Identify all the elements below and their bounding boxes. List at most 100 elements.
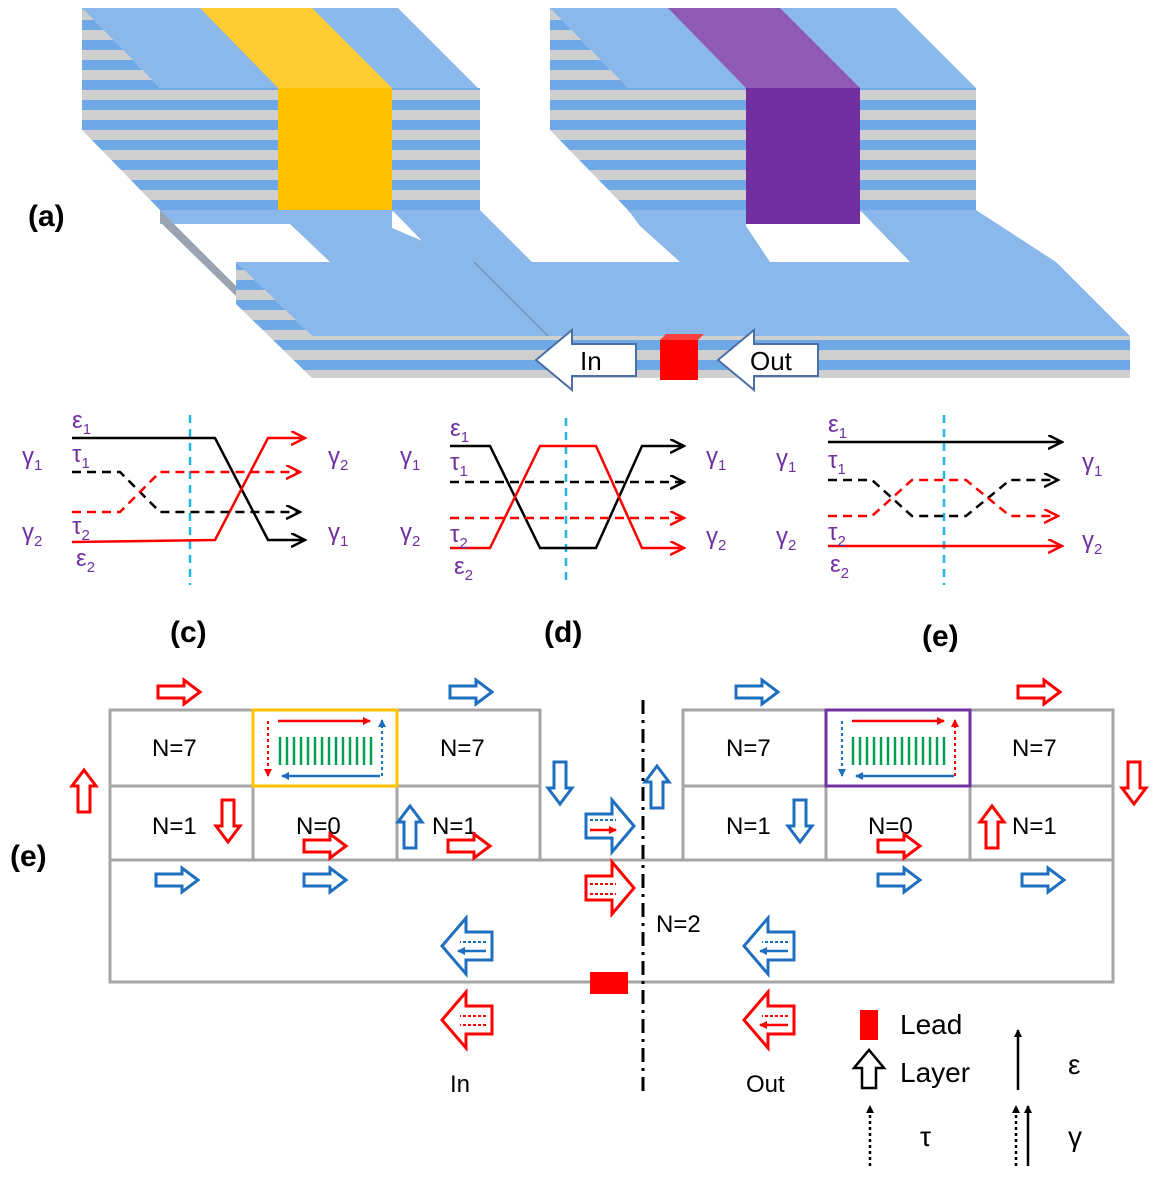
cell-l-top-left: N=7 xyxy=(152,735,197,762)
in-arrow-red xyxy=(440,987,494,1053)
arrow-right-blue-2 xyxy=(734,678,780,706)
panel-e-top: ε1 τ1 τ2 ε2 γ1 γ2 γ1 γ2 (e) xyxy=(776,411,1102,653)
line-tau2-c xyxy=(72,472,300,514)
cell-l-top-right: N=7 xyxy=(440,735,485,762)
label-tau1-e: τ1 xyxy=(828,447,846,478)
label-eps1-e: ε1 xyxy=(828,411,847,442)
cell-r-top-left: N=7 xyxy=(726,735,771,762)
gate-box-right xyxy=(824,708,972,788)
stack-front-right-b xyxy=(860,88,976,212)
gate-stripes-left xyxy=(278,737,373,765)
label-gamma-left-bot-e: γ2 xyxy=(776,523,796,554)
arrow-out-label: Out xyxy=(750,346,793,376)
label-tau1-d: τ1 xyxy=(450,449,468,480)
line-eps1-d xyxy=(450,446,684,550)
slab-left-side xyxy=(236,262,312,378)
panel-e-bottom-label: (e) xyxy=(10,840,47,873)
arrow-right-blue-1 xyxy=(448,678,494,706)
gate-arrows-left xyxy=(264,717,386,780)
loop-left-top xyxy=(160,210,472,262)
stack-front-left-a xyxy=(160,88,278,212)
label-gamma-right-bot-d: γ2 xyxy=(706,523,726,554)
lead-block xyxy=(660,340,698,380)
arrow-up-blue-2 xyxy=(643,764,671,810)
legend-gamma-label: γ xyxy=(1068,1121,1082,1152)
arrow-right-blue-3 xyxy=(154,866,200,894)
slab-crease xyxy=(473,261,549,337)
label-gamma-left-top-d: γ1 xyxy=(400,443,420,474)
label-gamma-left-bot-c: γ2 xyxy=(22,519,42,550)
boundary-arrows xyxy=(584,795,636,919)
gate-right-top xyxy=(668,8,860,88)
slab-left-top xyxy=(236,262,548,336)
gate-arrows-right xyxy=(838,717,959,780)
arrow-right-blue-6 xyxy=(1020,866,1066,894)
line-eps1-c xyxy=(72,436,305,540)
cell-l-mid-left: N=1 xyxy=(152,813,197,840)
out-arrow-red xyxy=(742,987,796,1053)
lead-block-top xyxy=(660,334,704,340)
boundary-arrow-red xyxy=(584,857,636,919)
arrow-down-red-1 xyxy=(214,798,242,844)
gate-left-front xyxy=(278,88,392,224)
line-eps2-d xyxy=(450,444,684,548)
gate-left-top xyxy=(200,8,392,88)
panel-c-label: (c) xyxy=(170,616,207,649)
arrow-up-red-2 xyxy=(978,804,1006,850)
line-tau1-e xyxy=(828,480,1058,518)
legend-layer-label: Layer xyxy=(900,1057,970,1088)
arrow-down-blue-1 xyxy=(546,760,574,806)
legend: Lead Layer ε τ γ xyxy=(851,1009,1082,1166)
panel-e-bottom: N=7 N=7 N=1 N=0 N=1 N=7 N=7 N=1 N=0 N=1 … xyxy=(10,678,1148,1098)
boundary-arrow-blue xyxy=(584,795,636,857)
stack-front-right-a xyxy=(628,88,746,212)
legend-tau-label: τ xyxy=(920,1121,931,1152)
in-label: In xyxy=(450,1071,470,1098)
cell-l-mid-right: N=1 xyxy=(432,813,477,840)
label-gamma-right-bot-c: γ1 xyxy=(328,519,348,550)
label-eps2-c: ε2 xyxy=(76,545,95,576)
arrow-in-label: In xyxy=(580,346,602,376)
legend-lead-swatch xyxy=(860,1010,878,1040)
loop-right-arm xyxy=(860,210,1056,262)
label-eps2-d: ε2 xyxy=(454,553,473,584)
panel-a: In Out (a) xyxy=(28,8,1130,393)
stack-front-left-b xyxy=(392,88,480,212)
label-eps1-d: ε1 xyxy=(450,415,469,446)
gate-box-left xyxy=(251,708,399,788)
label-gamma-right-top-d: γ1 xyxy=(706,443,726,474)
cell-r-top-right: N=7 xyxy=(1012,735,1057,762)
gate-stripes-right xyxy=(851,737,946,765)
loop-right-top xyxy=(628,210,770,262)
label-gamma-left-top-c: γ1 xyxy=(22,443,42,474)
label-tau1-c: τ1 xyxy=(72,441,90,472)
loop-left-edge xyxy=(160,210,240,300)
line-tau2-e xyxy=(828,478,1058,516)
lead-arrows xyxy=(440,913,796,1053)
arrow-up-red-left xyxy=(70,768,98,814)
label-gamma-right-top-e: γ1 xyxy=(1082,449,1102,480)
arrow-right-blue-4 xyxy=(302,866,348,894)
lead-marker xyxy=(590,972,628,994)
label-tau2-e: τ2 xyxy=(828,519,846,550)
panel-c: ε1 τ1 τ2 ε2 γ1 γ2 γ2 γ1 (c) xyxy=(22,407,348,649)
label-tau2-c: τ2 xyxy=(72,513,90,544)
slab-main-top xyxy=(474,262,1130,336)
arrow-down-red-2 xyxy=(1120,760,1148,806)
label-tau2-d: τ2 xyxy=(450,521,468,552)
arrow-right-red-1 xyxy=(156,678,202,706)
label-eps1-c: ε1 xyxy=(72,407,91,438)
label-gamma-left-top-e: γ1 xyxy=(776,445,796,476)
arrow-in xyxy=(534,327,637,393)
out-arrow-blue xyxy=(742,913,796,979)
panel-a-label: (a) xyxy=(28,200,65,233)
arrow-out xyxy=(716,327,819,393)
label-gamma-right-top-c: γ2 xyxy=(328,443,348,474)
legend-eps-label: ε xyxy=(1068,1049,1080,1080)
arrow-right-red-2 xyxy=(1016,678,1062,706)
panel-d: ε1 τ1 τ2 ε2 γ1 γ2 γ1 γ2 (d) xyxy=(400,415,726,649)
panel-d-label: (d) xyxy=(544,616,582,649)
stack-side-right xyxy=(550,8,628,210)
cell-r-mid-right: N=1 xyxy=(1012,813,1057,840)
